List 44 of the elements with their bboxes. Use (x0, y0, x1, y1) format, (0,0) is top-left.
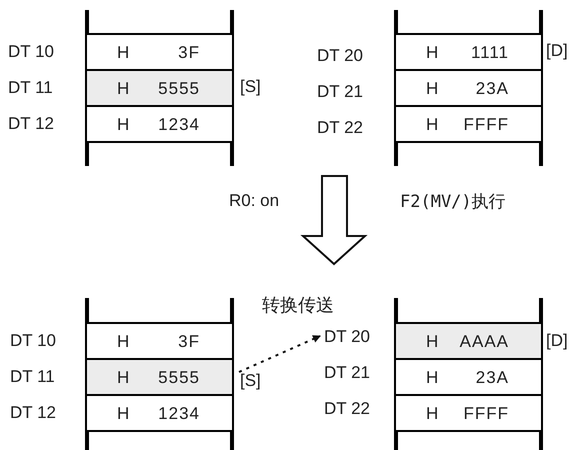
note-label: [D] (546, 42, 568, 59)
hex-prefix: H (426, 405, 438, 422)
note-label: R0: on (229, 192, 280, 209)
hex-prefix: H (117, 116, 130, 133)
note-label: [S] (240, 78, 261, 95)
register-value: 3F (178, 333, 200, 350)
register-address: DT 10 (8, 43, 54, 60)
register-value: 23A (476, 369, 509, 386)
hex-prefix: H (426, 116, 438, 133)
hex-prefix: H (117, 369, 130, 386)
register-address: DT 11 (10, 368, 55, 385)
register-value: 3F (178, 44, 200, 61)
hex-prefix: H (117, 333, 130, 350)
hex-prefix: H (117, 405, 130, 422)
register-address: DT 20 (324, 328, 370, 345)
dashed-arrow (238, 335, 321, 373)
register-value: 23A (476, 80, 509, 97)
register-value: AAAA (460, 333, 509, 350)
note-label: [D] (546, 332, 568, 349)
hex-prefix: H (426, 333, 438, 350)
register-value: 1234 (158, 405, 200, 422)
register-address: DT 12 (8, 115, 54, 132)
hex-prefix: H (426, 44, 438, 61)
register-value: 5555 (158, 369, 200, 386)
register-value: 1111 (470, 44, 509, 61)
note-label: F2(MV/)执行 (400, 194, 506, 211)
register-address: DT 22 (324, 400, 370, 417)
register-value: 1234 (158, 116, 200, 133)
hex-prefix: H (426, 80, 438, 97)
register-value: FFFF (463, 405, 509, 422)
register-address: DT 10 (10, 332, 56, 349)
register-address: DT 20 (317, 47, 363, 64)
register-address: DT 12 (10, 404, 56, 421)
edge-label: 转换传送 (260, 296, 336, 314)
register-address: DT 21 (324, 364, 370, 381)
hex-prefix: H (426, 369, 438, 386)
register-address: DT 22 (317, 119, 363, 136)
register-value: 5555 (158, 80, 200, 97)
hex-prefix: H (117, 80, 130, 97)
register-address: DT 11 (8, 79, 53, 96)
note-label: [S] (240, 372, 261, 389)
hex-prefix: H (117, 44, 130, 61)
register-address: DT 21 (317, 83, 363, 100)
register-value: FFFF (463, 116, 509, 133)
